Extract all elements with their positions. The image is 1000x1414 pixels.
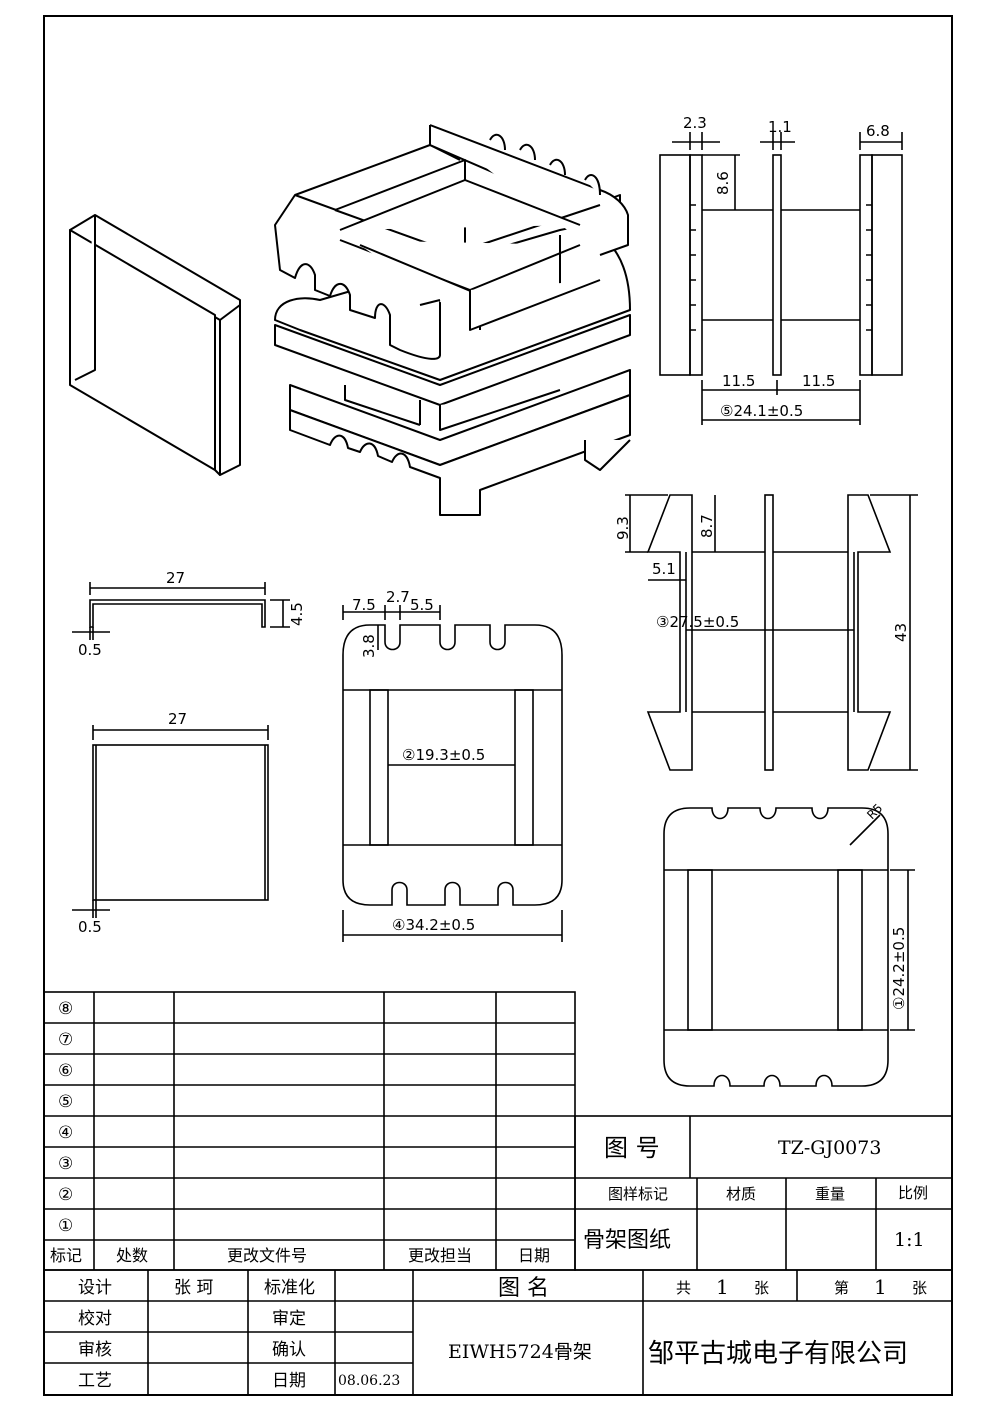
title-block-grid [43,1269,953,1396]
check-label: 校对 [78,1309,112,1329]
dim-height-24-2: ①24.2±0.5 [890,927,908,1010]
review-label: 审核 [78,1340,112,1360]
base-dim-3-8: 3.8 [360,634,378,658]
name-label: 图 名 [498,1276,549,1301]
weight-label: 重量 [815,1185,845,1203]
process-label: 工艺 [78,1371,112,1391]
clip-width-27: 27 [166,569,185,587]
total-prefix: 共 [676,1279,691,1297]
base-dim-5-5: 5.5 [410,596,434,614]
dim-w-5-1: 5.1 [652,560,676,578]
clip-side-view [72,582,290,640]
clip-front-thickness-0-5: 0.5 [78,918,102,936]
material-label: 材质 [726,1185,756,1203]
approve-label: 审定 [272,1309,306,1329]
base-dim-total-34-2: ④34.2±0.5 [392,916,475,934]
base-plan-view [342,605,563,942]
dim-half-left: 11.5 [722,372,755,390]
revision-mark: ⑦ [58,1030,73,1050]
title-block-text: 设计 张 珂 标准化 校对 审定 审核 确认 工艺 日期 08.06.23 [78,1278,400,1391]
designer-name: 张 珂 [174,1278,213,1298]
dim-half-right: 11.5 [802,372,835,390]
base-dim-7-5: 7.5 [352,596,376,614]
date-label: 日期 [272,1371,306,1391]
revision-mark: ② [58,1185,73,1205]
base-dim-inner-19-3: ②19.3±0.5 [402,746,485,764]
drawing-no-label: 图 号 [604,1134,660,1162]
sheet-prefix: 第 [834,1279,849,1297]
clip-height-4-5: 4.5 [288,602,306,626]
plan-view-right [663,807,915,1087]
dim-left-flange: 2.3 [683,114,707,132]
clip-front-width-27: 27 [168,710,187,728]
scale-label: 比例 [898,1184,928,1202]
sheet-number: 1 [874,1275,887,1299]
isometric-clip-view [69,214,241,476]
header-change-doc: 更改文件号 [227,1246,307,1265]
dim-center-plate: 1.1 [768,118,792,136]
clip-front-view [72,725,269,918]
part-name: EIWH5724骨架 [448,1341,592,1363]
revision-mark: ⑧ [58,999,73,1019]
dim-inner-27-5: ③27.5±0.5 [656,613,739,631]
revision-mark: ④ [58,1123,73,1143]
drawing-no: TZ-GJ0073 [778,1137,881,1159]
header-date: 日期 [518,1246,550,1265]
sample-mark-label: 图样标记 [608,1185,668,1203]
header-count: 处数 [116,1246,148,1265]
design-label: 设计 [78,1278,112,1298]
revision-mark: ⑤ [58,1092,73,1112]
sheet-unit-1: 张 [754,1279,769,1297]
header-change-owner: 更改担当 [408,1246,472,1265]
dim-height-8-6: 8.6 [714,171,732,195]
base-dim-2-7: 2.7 [386,588,410,606]
dim-total-43: 43 [892,623,910,642]
revision-table [43,991,576,1271]
revision-marks: ⑧ ⑦ ⑥ ⑤ ④ ③ ② ① [58,999,73,1236]
confirm-label: 确认 [272,1340,306,1360]
clip-thickness-0-5: 0.5 [78,641,102,659]
dim-h-8-7: 8.7 [698,514,716,538]
side-view-top [659,132,903,425]
revision-headers: 标记 处数 更改文件号 更改担当 日期 [50,1246,550,1265]
total-sheets: 1 [716,1275,729,1299]
revision-mark: ① [58,1216,73,1236]
sample-mark-value: 骨架图纸 [583,1228,671,1253]
revision-mark: ⑥ [58,1061,73,1081]
radius-r5: R5 [864,801,885,822]
section-view-mid [625,494,918,771]
isometric-bobbin-view [274,124,631,516]
dim-total-24-1: ⑤24.1±0.5 [720,402,803,420]
standard-label: 标准化 [264,1278,315,1298]
company-name: 邹平古城电子有限公司 [648,1339,908,1369]
header-mark: 标记 [50,1246,82,1265]
date-value: 08.06.23 [338,1373,400,1389]
revision-mark: ③ [58,1154,73,1174]
dim-h-9-3: 9.3 [614,516,632,540]
drawing-info-grid [574,1115,953,1271]
dim-right-flange: 6.8 [866,122,890,140]
sheet-unit-2: 张 [912,1279,927,1297]
scale-value: 1:1 [894,1229,925,1251]
